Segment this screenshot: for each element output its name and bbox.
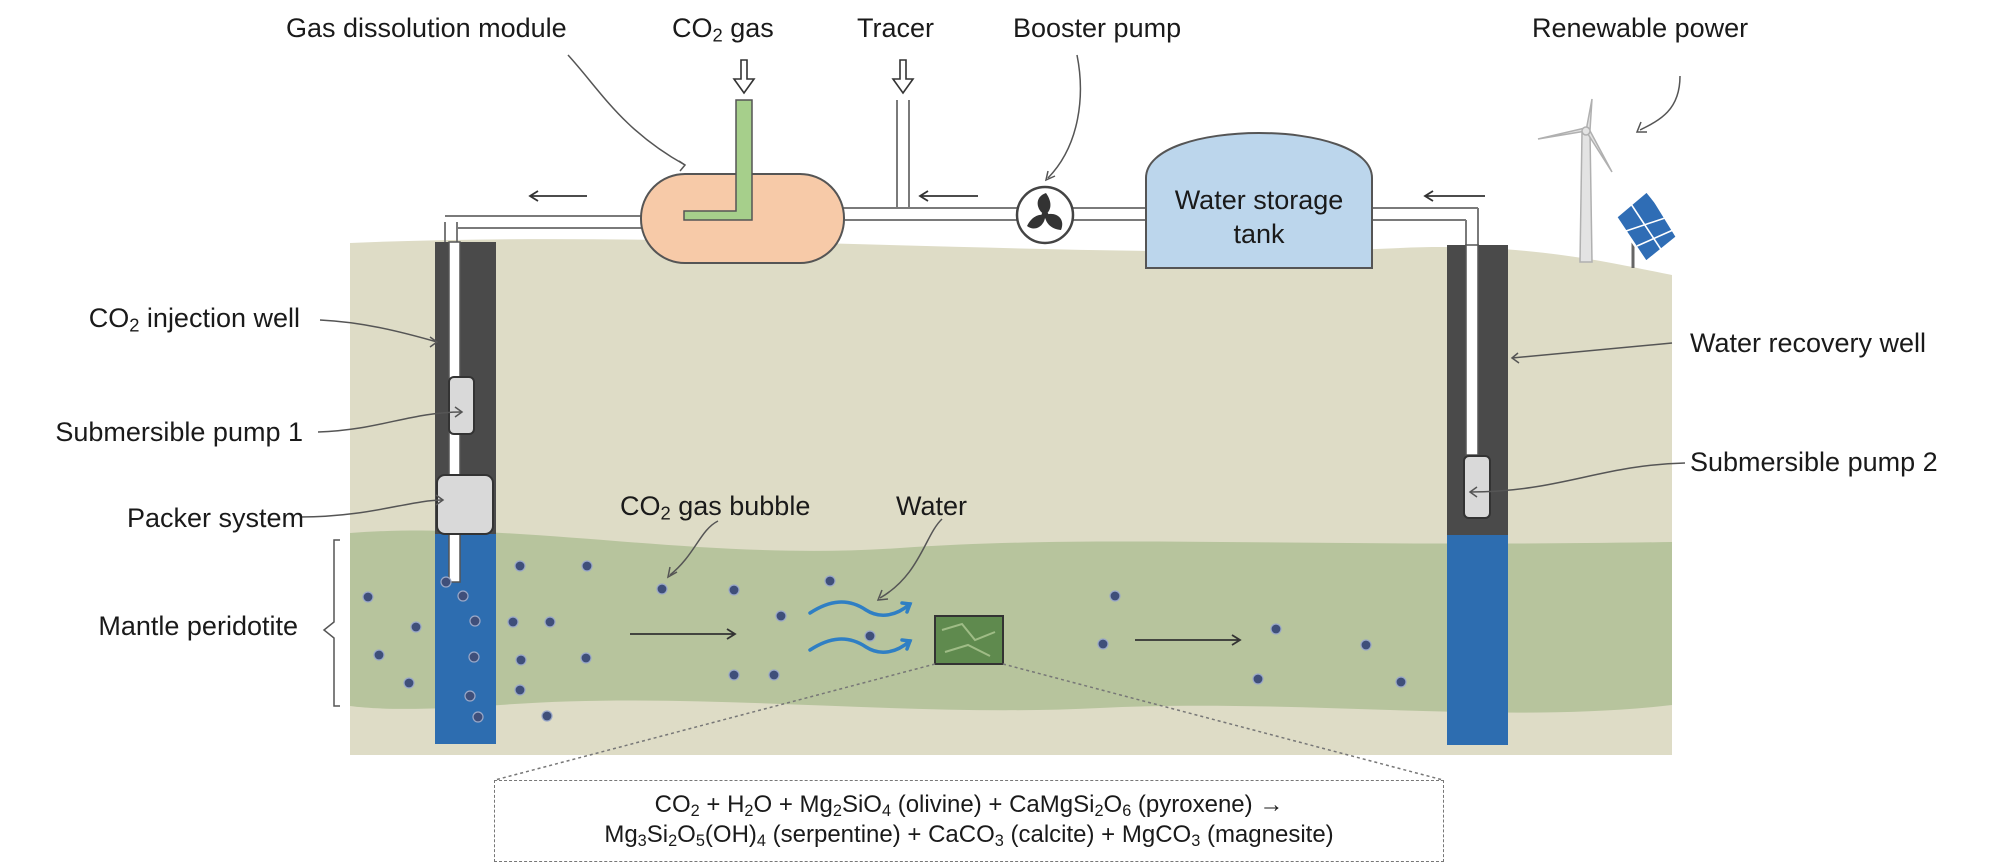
- co2-bubble: [468, 651, 480, 663]
- co2-bubble: [507, 616, 519, 628]
- label-co2-gas: CO2 gas: [672, 13, 774, 46]
- injection-well-water-column: [435, 534, 496, 744]
- co2-bubble: [515, 654, 527, 666]
- co2-bubble: [514, 684, 526, 696]
- label-co2-injection-well: CO2 injection well: [88, 303, 300, 336]
- co2-bubble: [656, 583, 668, 595]
- reaction-line-2: Mg3Si2O5(OH)4 (serpentine) + CaCO3 (calc…: [604, 821, 1334, 851]
- co2-inlet-pipe: [683, 99, 753, 221]
- reaction-equation-box: CO2 + H2O + Mg2SiO4 (olivine) + CaMgSi2O…: [494, 780, 1444, 862]
- co2-bubble: [768, 669, 780, 681]
- label-gas-dissolution-module: Gas dissolution module: [286, 13, 567, 43]
- label-renewable-power: Renewable power: [1532, 13, 1749, 43]
- co2-bubble: [464, 690, 476, 702]
- co2-bubble: [472, 711, 484, 723]
- co2-bubble: [1270, 623, 1282, 635]
- co2-bubble: [514, 560, 526, 572]
- reaction-callout-lines: [494, 663, 1444, 781]
- co2-bubble: [1109, 590, 1121, 602]
- solar-panel-icon: [1614, 188, 1679, 268]
- co2-bubble: [580, 652, 592, 664]
- co2-bubble: [1252, 673, 1264, 685]
- co2-bubble: [373, 649, 385, 661]
- submersible-pump-1: [448, 376, 475, 435]
- fan-icon: [1015, 185, 1075, 245]
- label-tracer: Tracer: [857, 13, 935, 43]
- label-booster-pump: Booster pump: [1013, 13, 1182, 43]
- down-arrow-icon: [891, 59, 915, 95]
- flow-arrow-icon: [808, 600, 913, 654]
- co2-bubble: [1395, 676, 1407, 688]
- label-water-storage-tank: Water storage tank: [1174, 185, 1344, 249]
- co2-bubble: [410, 621, 422, 633]
- label-mantle-peridotite: Mantle peridotite: [98, 611, 298, 641]
- down-arrow-icon: [732, 59, 756, 95]
- label-submersible-pump-2: Submersible pump 2: [1690, 447, 1938, 477]
- leader-lines: [299, 54, 1686, 601]
- recovery-well-tubing: [1465, 244, 1479, 456]
- label-submersible-pump-1: Submersible pump 1: [55, 417, 303, 447]
- label-packer-system: Packer system: [126, 503, 304, 533]
- reaction-line-1: CO2 + H2O + Mg2SiO4 (olivine) + CaMgSi2O…: [654, 791, 1284, 821]
- co2-bubble: [864, 630, 876, 642]
- co2-bubble: [728, 669, 740, 681]
- recovery-well-water-column: [1447, 535, 1508, 745]
- co2-bubble: [728, 584, 740, 596]
- co2-bubble: [581, 560, 593, 572]
- peridotite-layer: [350, 530, 1672, 713]
- co2-bubble: [544, 616, 556, 628]
- water-storage-tank: [1145, 132, 1373, 269]
- co2-bubble: [824, 575, 836, 587]
- label-water-recovery-well: Water recovery well: [1690, 328, 1927, 358]
- co2-bubble: [1360, 639, 1372, 651]
- co2-bubble: [541, 710, 553, 722]
- co2-bubble: [469, 615, 481, 627]
- co2-bubble: [1097, 638, 1109, 650]
- co2-bubble: [457, 590, 469, 602]
- co2-bubble: [440, 576, 452, 588]
- co2-bubble: [362, 591, 374, 603]
- rock-sample: [934, 615, 1004, 665]
- label-water: Water: [896, 491, 968, 521]
- co2-bubble: [775, 610, 787, 622]
- co2-bubble: [403, 677, 415, 689]
- wind-turbine-icon: [1537, 98, 1613, 263]
- pipe-flow-arrows: [528, 190, 1485, 646]
- label-co2-gas-bubble: CO2 gas bubble: [620, 491, 811, 524]
- packer-system: [436, 474, 494, 535]
- peridotite-bracket: [322, 539, 340, 707]
- co2-bubbles: [362, 560, 1407, 723]
